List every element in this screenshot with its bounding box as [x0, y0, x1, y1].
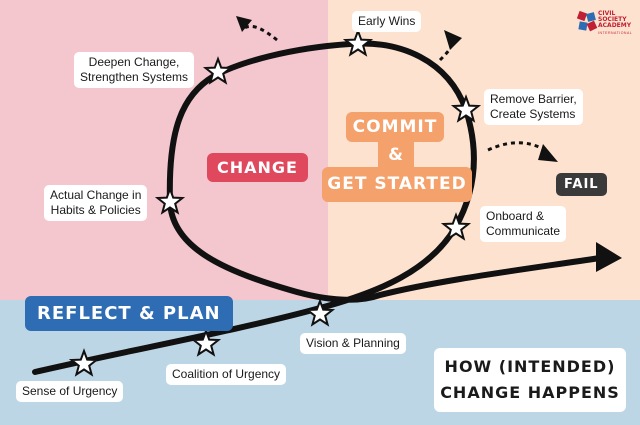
step-coalition: Coalition of Urgency — [166, 364, 287, 385]
change-region — [0, 0, 328, 300]
dotted-arrow-icon — [240, 24, 278, 42]
step-onboard: Onboard & Communicate — [480, 206, 567, 242]
logo: CIVIL SOCIETY ACADEMY INTERNATIONAL — [576, 10, 636, 38]
commit-label: COMMIT & GET STARTED — [322, 112, 472, 202]
step-sense-of-urgency: Sense of Urgency — [16, 381, 124, 402]
logo-text: CIVIL SOCIETY ACADEMY — [598, 10, 632, 29]
commit-line1: COMMIT — [352, 117, 438, 137]
arrow-icon — [596, 242, 622, 272]
step-deepen-change: Deepen Change, Strengthen Systems — [74, 52, 195, 88]
dotted-arrow-icon — [538, 144, 558, 162]
star-icon — [342, 28, 374, 57]
main-loop-path — [32, 40, 603, 375]
commit-line2: & — [388, 145, 404, 165]
commit-line3: GET STARTED — [327, 174, 467, 194]
logo-mark-icon — [576, 10, 598, 32]
star-icon — [190, 328, 222, 357]
commit-pill-top — [346, 112, 444, 142]
title-line2: CHANGE HAPPENS — [440, 383, 620, 402]
commit-pill-bottom — [322, 167, 472, 202]
change-label: CHANGE — [207, 153, 308, 182]
step-actual-change: Actual Change in Habits & Policies — [44, 185, 148, 221]
fail-label: FAIL — [556, 173, 607, 196]
logo-subtext: INTERNATIONAL — [598, 31, 633, 35]
star-icon — [304, 298, 336, 327]
title-line1: HOW (INTENDED) — [444, 357, 616, 376]
step-early-wins: Early Wins — [352, 11, 422, 32]
star-icon — [202, 56, 234, 85]
title-box: HOW (INTENDED) CHANGE HAPPENS — [434, 348, 626, 412]
star-icon — [154, 186, 186, 215]
star-icon — [440, 212, 472, 241]
reflect-label: REFLECT & PLAN — [25, 296, 233, 331]
dotted-arrow-icon — [444, 30, 462, 50]
star-icon — [450, 94, 482, 123]
step-remove-barrier: Remove Barrier, Create Systems — [484, 89, 583, 125]
dotted-arrow-icon — [487, 141, 549, 154]
star-icon — [68, 348, 100, 377]
dotted-arrow-icon — [236, 16, 252, 32]
step-vision-planning: Vision & Planning — [300, 333, 406, 354]
